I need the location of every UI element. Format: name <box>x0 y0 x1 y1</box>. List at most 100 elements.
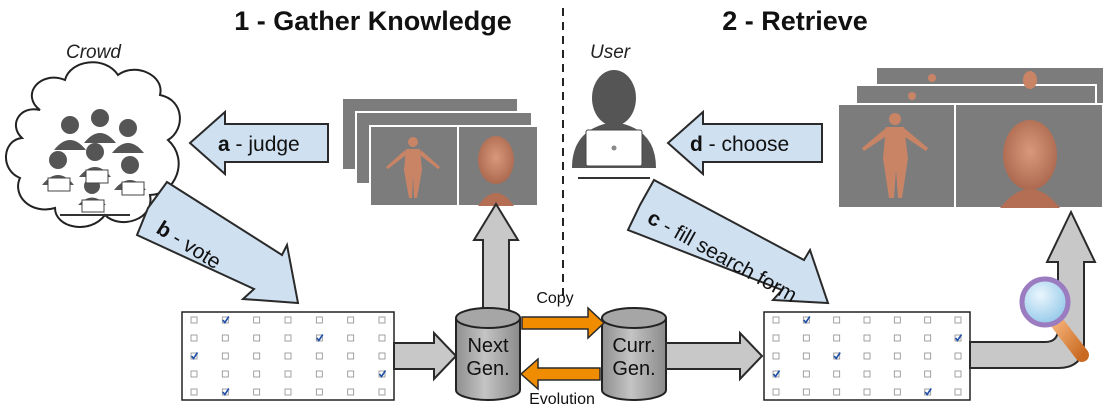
crowd-icon <box>5 61 181 228</box>
checkbox[interactable] <box>221 352 229 360</box>
form-to-next-gen-arrow <box>393 330 458 382</box>
checkbox[interactable] <box>221 370 229 378</box>
checkbox[interactable] <box>772 334 780 342</box>
checkbox[interactable] <box>253 370 261 378</box>
checkbox[interactable] <box>253 316 261 324</box>
user-label: User <box>590 42 631 63</box>
checkbox[interactable] <box>863 352 871 360</box>
checkbox[interactable] <box>221 334 229 342</box>
checkbox[interactable] <box>347 334 355 342</box>
checkbox[interactable] <box>954 370 962 378</box>
checkbox[interactable] <box>347 316 355 324</box>
checkbox[interactable] <box>772 352 780 360</box>
checkbox[interactable] <box>924 316 932 324</box>
checkbox[interactable] <box>893 370 901 378</box>
checkbox[interactable] <box>315 370 323 378</box>
checkbox[interactable] <box>893 316 901 324</box>
checkbox[interactable] <box>190 334 198 342</box>
checkbox[interactable] <box>284 370 292 378</box>
checkbox[interactable] <box>378 352 386 360</box>
checkbox[interactable] <box>190 316 198 324</box>
checkbox[interactable] <box>802 370 810 378</box>
checkbox[interactable] <box>833 370 841 378</box>
checkbox[interactable] <box>802 388 810 396</box>
step-b-vote-arrow: b - vote <box>135 180 300 305</box>
checkbox[interactable] <box>347 388 355 396</box>
checkbox-checkmark <box>378 370 387 378</box>
checkbox[interactable] <box>954 352 962 360</box>
checkbox[interactable] <box>315 316 323 324</box>
vote-form-left[interactable] <box>181 311 395 401</box>
svg-text:a - judge: a - judge <box>218 133 300 156</box>
checkbox[interactable] <box>833 388 841 396</box>
checkbox[interactable] <box>893 352 901 360</box>
evolution-label: Evolution <box>529 391 595 408</box>
step-d-choose-arrow: d - choose <box>666 109 823 177</box>
step-a-judge-arrow: a - judge <box>188 109 329 177</box>
retrieved-renders-stack-right <box>837 66 1105 209</box>
next-gen-label-line2: Gen. <box>466 358 509 380</box>
checkbox[interactable] <box>253 388 261 396</box>
checkbox[interactable] <box>347 370 355 378</box>
checkbox[interactable] <box>284 334 292 342</box>
step-a-letter: a <box>218 133 230 156</box>
svg-text:d - choose: d - choose <box>690 133 789 156</box>
checkbox[interactable] <box>378 334 386 342</box>
next-gen-database: Next Gen. <box>455 307 521 401</box>
checkbox[interactable] <box>863 370 871 378</box>
search-icon <box>1019 276 1089 362</box>
curr-gen-to-form-arrow <box>665 330 764 382</box>
checkbox-checkmark <box>222 388 230 396</box>
candidate-renders-stack-left <box>341 97 539 207</box>
checkbox-checkmark <box>924 388 932 396</box>
section-title-gather-knowledge: 1 - Gather Knowledge <box>234 6 512 36</box>
checkbox-checkmark <box>190 352 199 360</box>
checkbox[interactable] <box>833 316 841 324</box>
checkbox[interactable] <box>253 352 261 360</box>
step-a-text: - judge <box>230 133 300 156</box>
checkbox-checkmark <box>222 316 230 324</box>
checkbox[interactable] <box>802 334 810 342</box>
checkbox[interactable] <box>772 316 780 324</box>
checkbox[interactable] <box>924 334 932 342</box>
checkbox[interactable] <box>378 388 386 396</box>
checkbox-checkmark <box>803 316 811 324</box>
checkbox[interactable] <box>284 316 292 324</box>
checkbox[interactable] <box>253 334 261 342</box>
checkbox[interactable] <box>893 388 901 396</box>
checkbox[interactable] <box>954 388 962 396</box>
checkbox[interactable] <box>190 370 198 378</box>
checkbox[interactable] <box>863 316 871 324</box>
checkbox[interactable] <box>833 334 841 342</box>
checkbox[interactable] <box>284 388 292 396</box>
checkbox-checkmark <box>954 334 963 342</box>
checkbox-checkmark <box>833 352 841 360</box>
step-d-letter: d <box>690 133 703 156</box>
checkbox[interactable] <box>863 334 871 342</box>
checkbox[interactable] <box>954 316 962 324</box>
checkbox[interactable] <box>378 316 386 324</box>
checkbox[interactable] <box>347 352 355 360</box>
user-icon <box>572 70 656 179</box>
checkbox[interactable] <box>190 388 198 396</box>
checkbox[interactable] <box>802 352 810 360</box>
checkbox[interactable] <box>893 334 901 342</box>
section-title-retrieve: 2 - Retrieve <box>722 6 868 36</box>
checkbox[interactable] <box>924 370 932 378</box>
checkbox[interactable] <box>284 352 292 360</box>
curr-gen-label-line2: Gen. <box>612 358 655 380</box>
copy-arrow: Copy <box>521 290 606 340</box>
checkbox[interactable] <box>863 388 871 396</box>
next-gen-label-line1: Next <box>467 335 509 357</box>
step-d-text: - choose <box>703 133 789 156</box>
checkbox[interactable] <box>924 352 932 360</box>
checkbox-checkmark <box>316 334 324 342</box>
copy-label: Copy <box>536 290 573 307</box>
checkbox[interactable] <box>315 352 323 360</box>
checkbox[interactable] <box>772 388 780 396</box>
next-gen-to-renders-arrow <box>472 202 520 314</box>
search-form-right[interactable] <box>763 311 971 401</box>
checkbox[interactable] <box>315 388 323 396</box>
evolution-arrow: Evolution <box>519 357 601 408</box>
